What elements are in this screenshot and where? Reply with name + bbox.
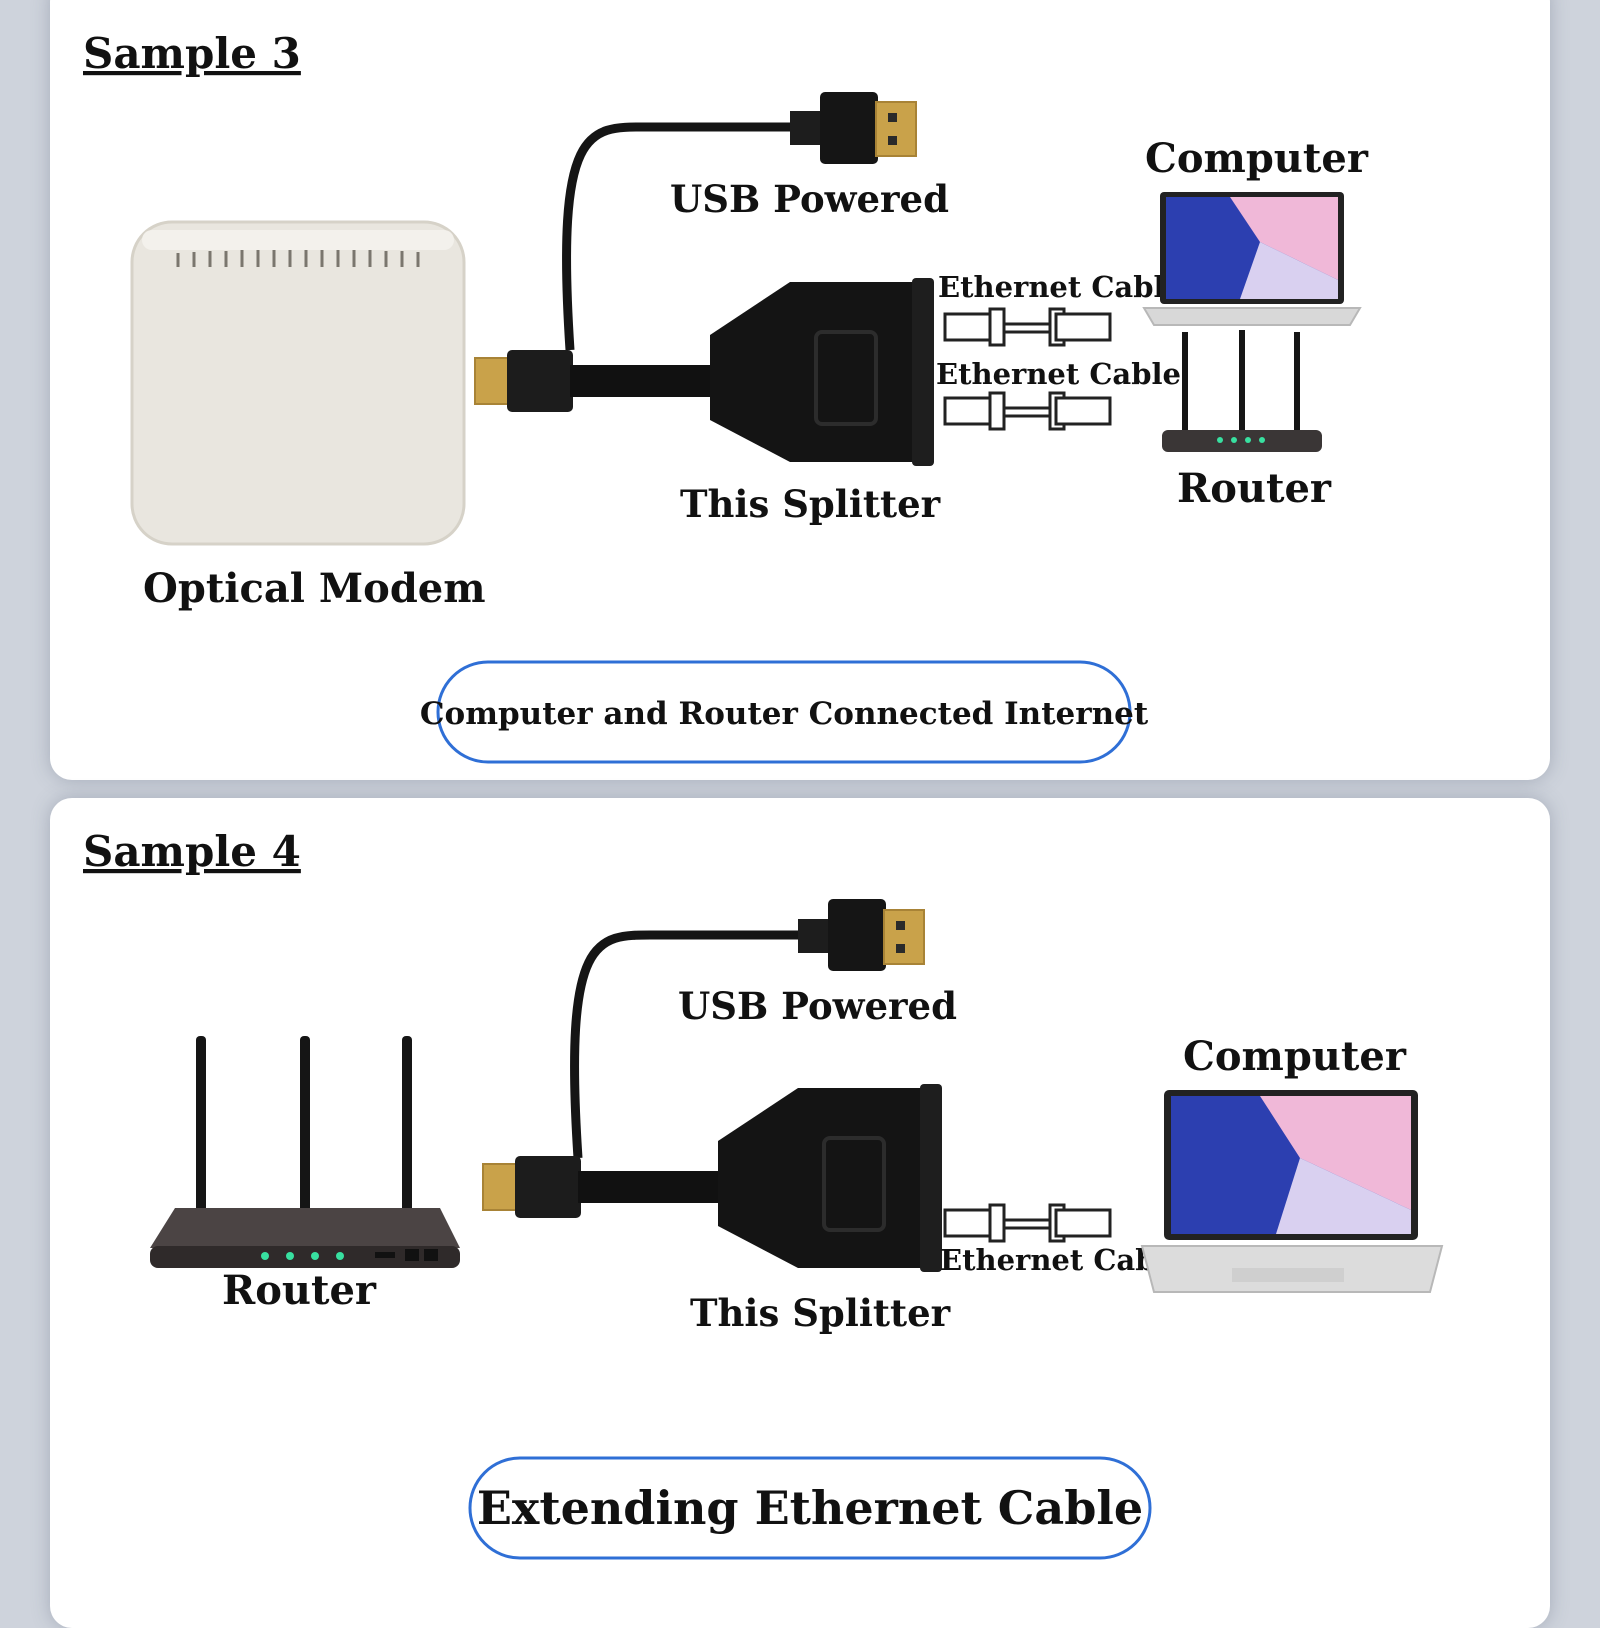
ethernet-cable-label-1: Ethernet Cable xyxy=(938,270,1183,304)
computer-label: Computer xyxy=(1183,1033,1407,1080)
router-icon xyxy=(150,1036,460,1268)
ethernet-splitter-icon xyxy=(482,899,942,1272)
sample-3-diagram: Sample 3 Optical Modem xyxy=(83,29,1369,764)
ethernet-cable-icon xyxy=(943,391,1112,431)
ethernet-splitter-icon xyxy=(474,92,934,466)
computer-label: Computer xyxy=(1145,135,1369,182)
sample-4-caption: Extending Ethernet Cable xyxy=(477,1481,1143,1535)
splitter-label: This Splitter xyxy=(690,1291,951,1335)
sample-3-panel: Sample 3 Optical Modem xyxy=(50,0,1550,780)
sample-3-title: Sample 3 xyxy=(83,29,301,78)
optical-modem-icon xyxy=(130,220,466,546)
ethernet-cable-icon xyxy=(943,307,1112,347)
sample-4-diagram: Sample 4 Router xyxy=(83,827,1444,1560)
router-icon xyxy=(1162,330,1322,452)
splitter-label: This Splitter xyxy=(680,482,941,526)
caption-pill xyxy=(436,660,1132,764)
usb-powered-label: USB Powered xyxy=(670,177,949,221)
sample-4-title: Sample 4 xyxy=(83,827,301,876)
ethernet-cable-label-2: Ethernet Cable xyxy=(936,357,1181,391)
sample-3-caption: Computer and Router Connected Internet xyxy=(420,696,1149,732)
optical-modem-label: Optical Modem xyxy=(143,565,486,612)
laptop-icon xyxy=(1140,1090,1444,1293)
laptop-icon xyxy=(1142,192,1362,326)
ethernet-cable-icon xyxy=(943,1203,1112,1243)
router-label: Router xyxy=(1177,465,1332,512)
caption-pill xyxy=(468,1456,1152,1560)
router-label: Router xyxy=(222,1267,377,1314)
sample-4-panel: Sample 4 Router xyxy=(50,798,1550,1628)
usb-powered-label: USB Powered xyxy=(678,984,957,1028)
